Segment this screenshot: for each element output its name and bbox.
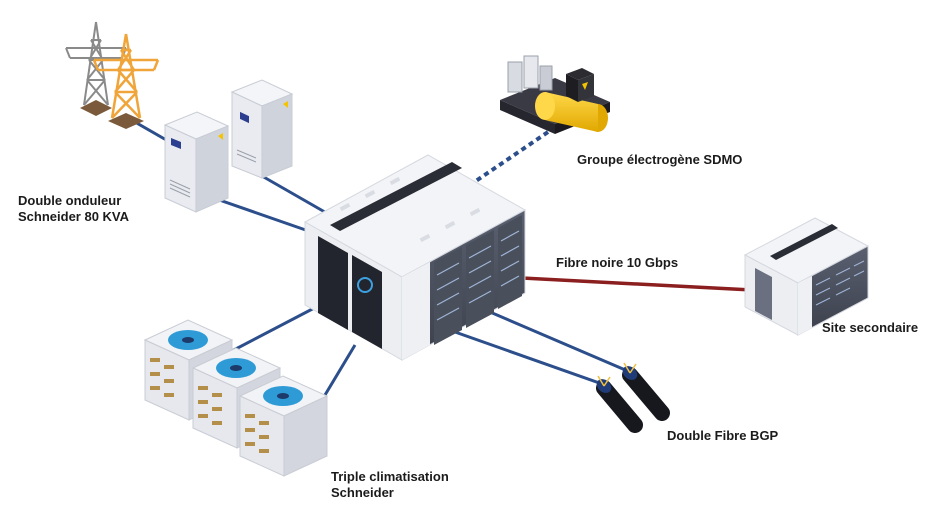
secondary-site-label-text: Site secondaire: [822, 320, 919, 335]
bgp-fiber-label-text: Double Fibre BGP: [667, 428, 779, 443]
ups-label-line2: Schneider 80 KVA: [18, 209, 130, 224]
dark-fiber-label: Fibre noire 10 Gbps: [556, 255, 678, 271]
ups-to-datacenter-line-b: [254, 170, 331, 217]
generator-label-text: Groupe électrogène SDMO: [577, 152, 743, 167]
generator-link-line: [468, 130, 550, 187]
connection-lines: [127, 116, 753, 401]
secondary-site-label: Site secondaire: [822, 320, 918, 336]
cooling-label: Triple climatisation Schneider: [331, 469, 449, 501]
air-conditioner-icon: [143, 319, 329, 477]
cooling-label-line2: Schneider: [331, 485, 394, 500]
ups-to-datacenter-line-a: [204, 193, 321, 237]
server-rack-icon: [743, 217, 870, 336]
bgp-fiber-label: Double Fibre BGP: [667, 428, 778, 444]
datacenter-to-fiber-line-b: [489, 310, 631, 374]
ups-label-line1: Double onduleur: [18, 193, 122, 208]
datacenter-to-fiber-line-a: [454, 330, 606, 387]
cooling-to-datacenter-line-a: [229, 303, 321, 354]
generator-label: Groupe électrogène SDMO: [577, 152, 742, 168]
fiber-cable-icon: [596, 362, 670, 433]
generator-icon: [500, 55, 610, 134]
dark-fiber-line: [521, 276, 753, 292]
cooling-label-line1: Triple climatisation: [331, 469, 449, 484]
server-rack-icon: [303, 154, 527, 361]
cooling-to-datacenter-line-b: [320, 344, 357, 401]
dark-fiber-label-text: Fibre noire 10 Gbps: [556, 255, 679, 270]
ups-cabinet-icon: [163, 79, 294, 213]
power-tower-icon: [65, 21, 160, 129]
ups-label: Double onduleur Schneider 80 KVA: [18, 193, 129, 225]
